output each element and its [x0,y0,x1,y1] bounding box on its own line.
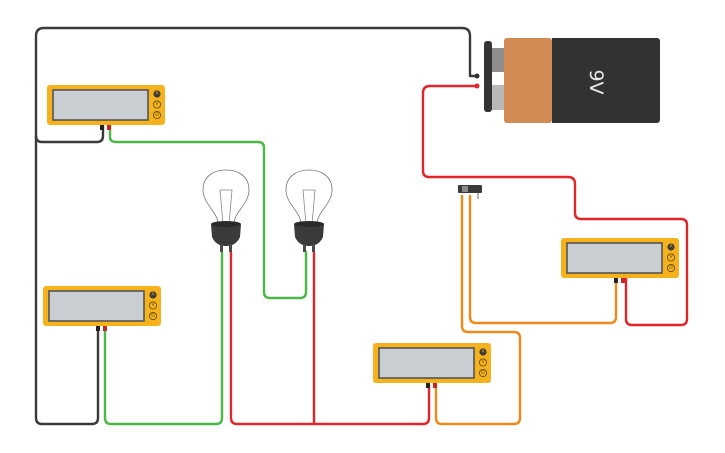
wire-orange-switch-mm4[interactable] [434,194,522,426]
multimeter-4[interactable]: AVΩ [373,343,491,388]
multimeter-mode-ohm-button[interactable]: Ω [152,111,161,120]
bulb-terminal-1[interactable] [220,244,223,252]
wire-red-bulb1[interactable] [229,250,431,426]
svg-text:A: A [481,349,485,355]
wire-green-mm2-bulb[interactable] [103,250,224,426]
multimeter-probe-positive[interactable] [621,278,625,283]
multimeter-display [52,89,149,121]
multimeter-2[interactable]: AVΩ [43,286,161,331]
switch-body [458,185,482,193]
multimeter-display [566,242,663,274]
svg-text:A: A [151,292,155,298]
battery-terminal-negative[interactable] [492,48,504,72]
bulb-1[interactable] [202,169,250,252]
svg-text:Ω: Ω [155,112,159,118]
bulb-filament [219,189,233,225]
battery-body [552,38,660,123]
multimeter-mode-a-button[interactable]: A [149,291,157,299]
multimeter-probe-com[interactable] [96,326,100,331]
wire-red-battery[interactable] [421,84,689,327]
battery-9v[interactable]: 9V [474,38,661,123]
wire-green-mm1-bulb[interactable] [108,124,308,300]
slide-switch[interactable] [458,185,482,199]
battery-positive-connector[interactable] [474,83,480,89]
multimeter-mode-ohm-button[interactable]: Ω [148,311,157,320]
multimeter-mode-a-button[interactable]: A [153,90,161,98]
svg-text:V: V [155,101,159,107]
multimeter-display [378,347,475,379]
bulb-filament [302,189,316,225]
multimeter-mode-ohm-button[interactable]: Ω [478,368,487,377]
svg-text:A: A [155,91,159,97]
multimeter-mode-v-button[interactable]: V [152,100,161,109]
bulb-glass [202,169,250,225]
multimeter-probe-positive[interactable] [433,383,437,388]
multimeter-mode-a-button[interactable]: A [479,348,487,356]
multimeter-probe-positive[interactable] [103,326,107,331]
battery-label: 9V [585,69,607,94]
battery-copper-cap [504,38,552,123]
multimeter-mode-ohm-button[interactable]: Ω [667,263,676,272]
multimeter-1[interactable]: AVΩ [47,85,165,130]
multimeter-probe-com[interactable] [100,125,104,130]
svg-text:A: A [669,244,673,250]
bulb-terminal-2[interactable] [229,244,232,252]
multimeter-display [48,290,145,322]
multimeter-probe-com[interactable] [614,278,618,283]
bulb-socket [294,224,324,246]
wire-orange-switch-mm3[interactable] [468,194,618,325]
bulb-glass [285,169,333,225]
svg-text:V: V [151,302,155,308]
wire-black-main[interactable] [34,26,479,426]
bulb-terminal-2[interactable] [312,244,315,252]
svg-text:V: V [669,254,673,260]
wires [34,26,689,426]
bulb-socket [211,224,241,246]
svg-text:Ω: Ω [151,313,155,319]
bulb-2[interactable] [285,169,333,252]
multimeter-probe-com[interactable] [426,383,430,388]
svg-text:V: V [481,359,485,365]
bulb-terminal-1[interactable] [303,244,306,252]
battery-negative-connector[interactable] [474,73,480,79]
battery-terminal-positive[interactable] [492,85,504,110]
multimeter-3[interactable]: AVΩ [561,238,679,283]
switch-slider[interactable] [462,186,468,192]
battery-terminal-plate [484,41,492,112]
wire-black-mm1[interactable] [34,124,105,144]
multimeter-mode-v-button[interactable]: V [478,358,487,367]
multimeter-probe-positive[interactable] [107,125,111,130]
multimeter-mode-a-button[interactable]: A [667,243,675,251]
svg-text:Ω: Ω [481,370,485,376]
multimeter-mode-v-button[interactable]: V [667,253,676,262]
multimeter-mode-v-button[interactable]: V [148,301,157,310]
bulbs [202,169,333,252]
svg-text:Ω: Ω [669,265,673,271]
